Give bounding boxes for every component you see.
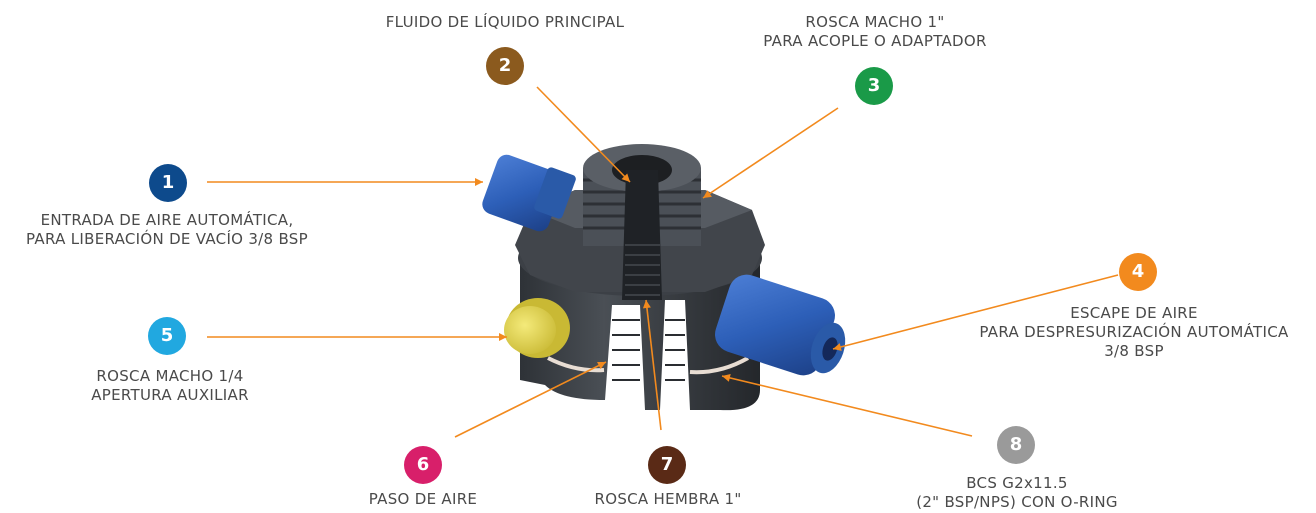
callout-5-line-1: ROSCA MACHO 1/4 [96, 367, 244, 385]
callout-3-line-2: PARA ACOPLE O ADAPTADOR [763, 32, 987, 50]
leader-arrowhead-8 [722, 373, 731, 382]
badge-7: 7 [648, 446, 686, 484]
callout-8-label: BCS G2x11.5 (2" BSP/NPS) CON O-RING [902, 474, 1132, 512]
badge-5: 5 [148, 317, 186, 355]
callout-4-line-1: ESCAPE DE AIRE [1070, 304, 1198, 322]
leader-arrowhead-3 [703, 190, 712, 198]
leader-lines [207, 86, 1119, 438]
leader-line-8 [721, 375, 973, 437]
callout-8-line-2: (2" BSP/NPS) CON O-RING [916, 493, 1118, 511]
leader-arrowhead-5 [499, 333, 507, 341]
leader-arrowhead-2 [621, 173, 630, 182]
leader-line-7 [645, 299, 662, 431]
callout-3-line-1: ROSCA MACHO 1" [805, 13, 945, 31]
callout-2-label: FLUIDO DE LÍQUIDO PRINCIPAL [355, 13, 655, 32]
leader-arrowhead-1 [475, 178, 483, 186]
callout-7-label: ROSCA HEMBRA 1" [570, 490, 766, 509]
callout-1-label: ENTRADA DE AIRE AUTOMÁTICA, PARA LIBERAC… [2, 211, 332, 249]
blue-fitting-exhaust [715, 274, 846, 376]
callout-3-label: ROSCA MACHO 1" PARA ACOPLE O ADAPTADOR [735, 13, 1015, 51]
callout-6-line-1: PASO DE AIRE [368, 490, 478, 508]
callout-8-line-1: BCS G2x11.5 [966, 474, 1068, 492]
blue-fitting-inlet [482, 154, 576, 232]
leader-line-6 [454, 361, 607, 438]
callout-1-line-2: PARA LIBERACIÓN DE VACÍO 3/8 BSP [26, 230, 308, 248]
leader-line-3 [702, 107, 839, 199]
callout-4-label: ESCAPE DE AIRE PARA DESPRESURIZACIÓN AUT… [956, 304, 1312, 361]
badge-4: 4 [1119, 253, 1157, 291]
leader-arrowhead-4 [833, 343, 842, 351]
leader-line-2 [536, 86, 631, 183]
callout-4-line-3: 3/8 BSP [1104, 342, 1164, 360]
callout-1-line-1: ENTRADA DE AIRE AUTOMÁTICA, [40, 211, 294, 229]
badge-1: 1 [149, 164, 187, 202]
callout-4-line-2: PARA DESPRESURIZACIÓN AUTOMÁTICA [979, 323, 1289, 341]
main-body [515, 144, 765, 411]
badge-3: 3 [855, 67, 893, 105]
leader-arrowhead-7 [642, 300, 651, 309]
callout-7-line-1: ROSCA HEMBRA 1" [594, 490, 742, 508]
leader-arrowhead-6 [597, 361, 606, 370]
yellow-cap [504, 298, 570, 358]
callout-2-line-1: FLUIDO DE LÍQUIDO PRINCIPAL [385, 13, 625, 31]
callout-5-line-2: APERTURA AUXILIAR [91, 386, 249, 404]
badge-6: 6 [404, 446, 442, 484]
badge-8: 8 [997, 426, 1035, 464]
callout-6-label: PASO DE AIRE [343, 490, 503, 509]
leader-line-4 [832, 274, 1119, 350]
callout-5-label: ROSCA MACHO 1/4 APERTURA AUXILIAR [60, 367, 280, 405]
badge-2: 2 [486, 47, 524, 85]
